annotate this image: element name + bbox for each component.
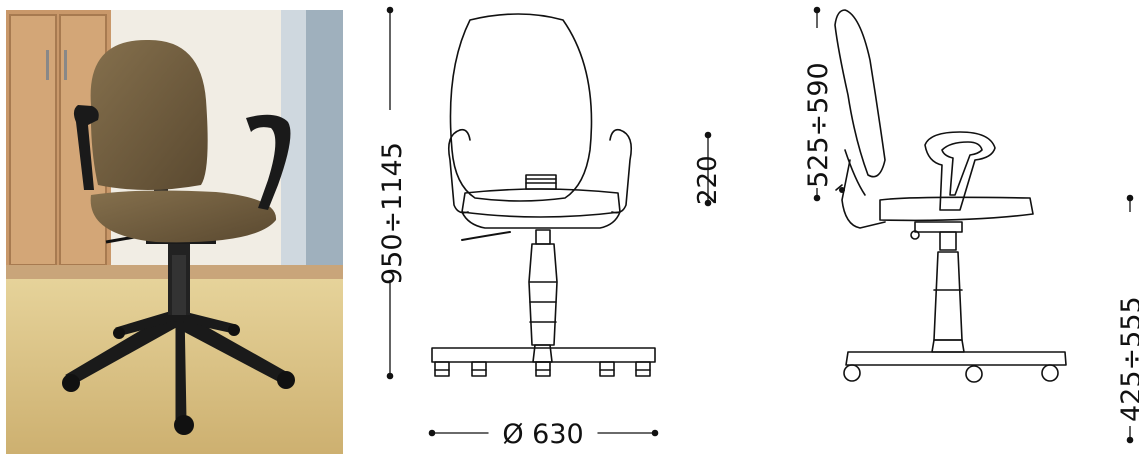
front-view [431, 13, 656, 377]
overall-height-label: 950÷1145 [377, 142, 408, 285]
dimension-drawing: 950÷1145 220 Ø 630 525÷590 425÷555 [350, 0, 1139, 457]
dimension-drawing-svg: 950÷1145 220 Ø 630 525÷590 425÷555 [377, 6, 1139, 450]
side-view [834, 9, 1067, 383]
chair-photo [6, 10, 343, 454]
armrest-height-label: 220 [693, 155, 723, 205]
base-diameter-label: Ø 630 [502, 419, 583, 450]
backrest-height-label: 525÷590 [803, 62, 834, 188]
chair-photo-image [6, 10, 343, 454]
seat-height-label: 425÷555 [1116, 296, 1139, 422]
